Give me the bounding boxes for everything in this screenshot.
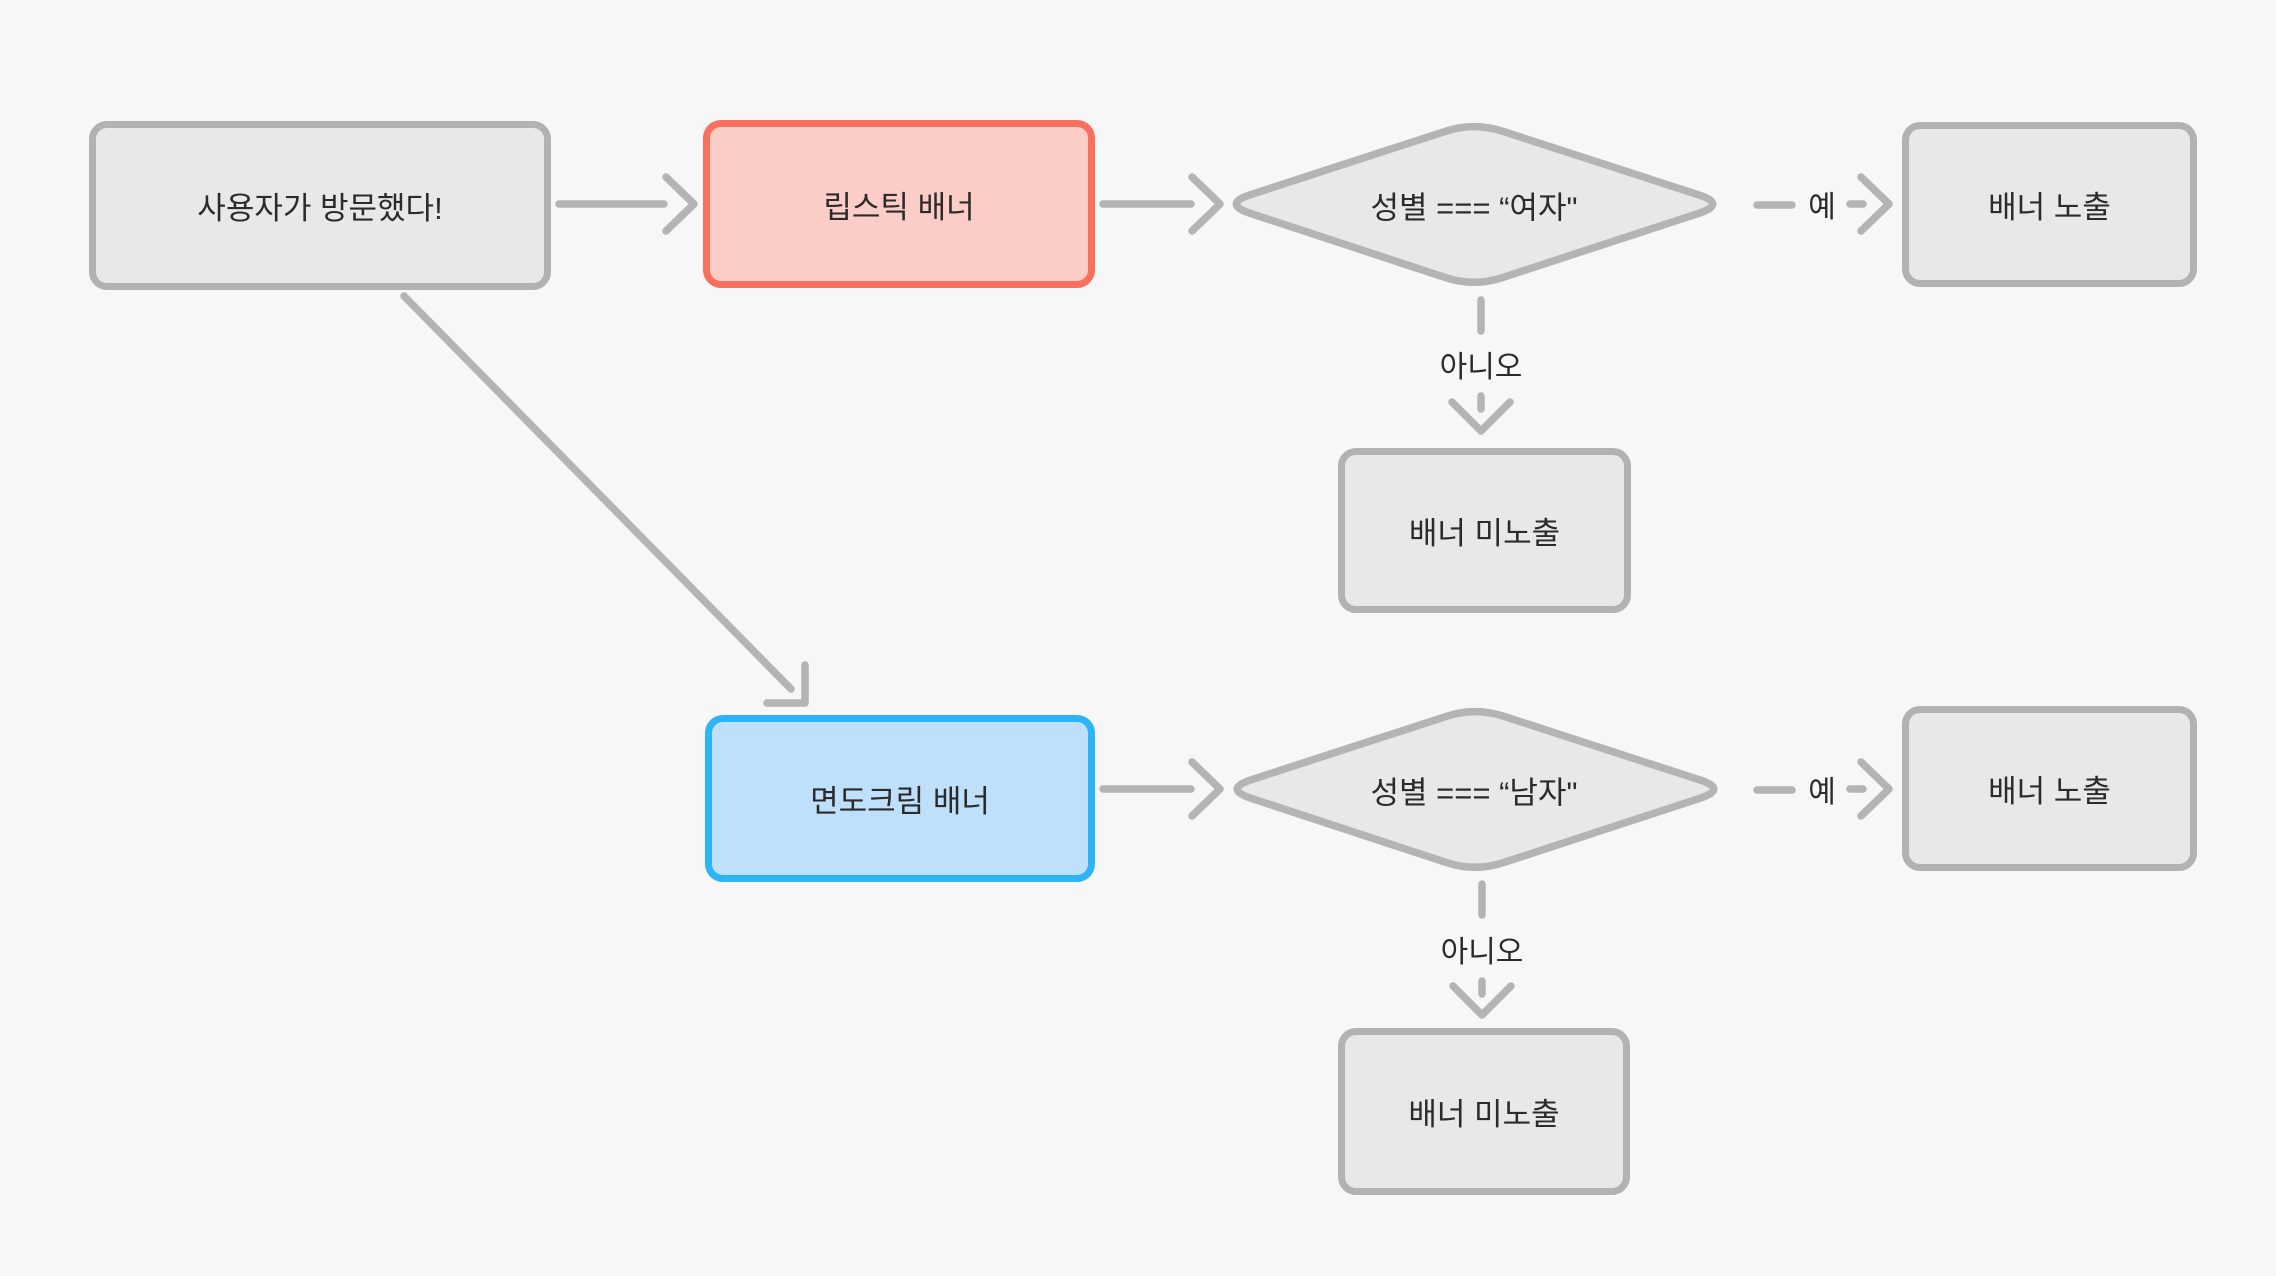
node-shaving-cream-banner: 면도크림 배너 — [705, 715, 1095, 882]
edge-female-yes — [1753, 173, 1893, 235]
node-banner-hidden-bottom: 배너 미노출 — [1338, 1028, 1630, 1195]
arrow-head-icon — [763, 661, 809, 707]
arrow-head-icon — [1188, 758, 1224, 820]
decision-male-label: 성별 === “남자" — [1370, 775, 1578, 811]
decision-diamond-male — [1233, 707, 1718, 872]
node-banner-shown-bottom: 배너 노출 — [1902, 706, 2197, 871]
node-banner-hidden-bottom-label: 배너 미노출 — [1408, 1097, 1560, 1132]
edge-lipstick-to-female-check — [1099, 173, 1224, 235]
edge-label-no-bottom: 아니오 — [1440, 936, 1524, 969]
node-banner-hidden-top-label: 배너 미노출 — [1408, 516, 1561, 551]
edge-shaving-to-male-check — [1099, 758, 1224, 820]
arrow-head-icon — [1188, 173, 1224, 235]
edge-start-to-shaving — [400, 292, 809, 707]
node-shaving-cream-banner-label: 면도크림 배너 — [810, 784, 990, 819]
arrow-head-icon — [1857, 173, 1893, 235]
arrow-shaft — [400, 292, 795, 693]
edge-start-to-lipstick — [555, 173, 698, 235]
node-lipstick-banner-label: 립스틱 배너 — [823, 189, 975, 225]
decision-female-label: 성별 === “여자" — [1370, 190, 1578, 226]
node-banner-hidden-top: 배너 미노출 — [1338, 448, 1631, 613]
edge-label-yes-top: 예 — [1808, 191, 1836, 224]
node-banner-shown-bottom-label: 배너 노출 — [1988, 774, 2111, 809]
node-start-label: 사용자가 방문했다! — [197, 191, 443, 226]
node-start: 사용자가 방문했다! — [89, 121, 551, 290]
edge-female-no — [1448, 296, 1514, 435]
arrow-head-icon — [1448, 398, 1514, 435]
edge-male-no — [1449, 880, 1515, 1019]
node-lipstick-banner: 립스틱 배너 — [703, 120, 1095, 288]
edge-male-yes — [1753, 758, 1893, 820]
node-banner-shown-top: 배너 노출 — [1902, 122, 2197, 287]
decision-diamond-female — [1232, 122, 1717, 287]
node-banner-shown-top-label: 배너 노출 — [1988, 190, 2111, 225]
edge-label-yes-bottom: 예 — [1808, 776, 1836, 809]
arrow-head-icon — [1857, 758, 1893, 820]
arrow-head-icon — [1449, 982, 1515, 1019]
edge-label-no-top: 아니오 — [1439, 351, 1523, 384]
arrow-head-icon — [662, 173, 698, 235]
